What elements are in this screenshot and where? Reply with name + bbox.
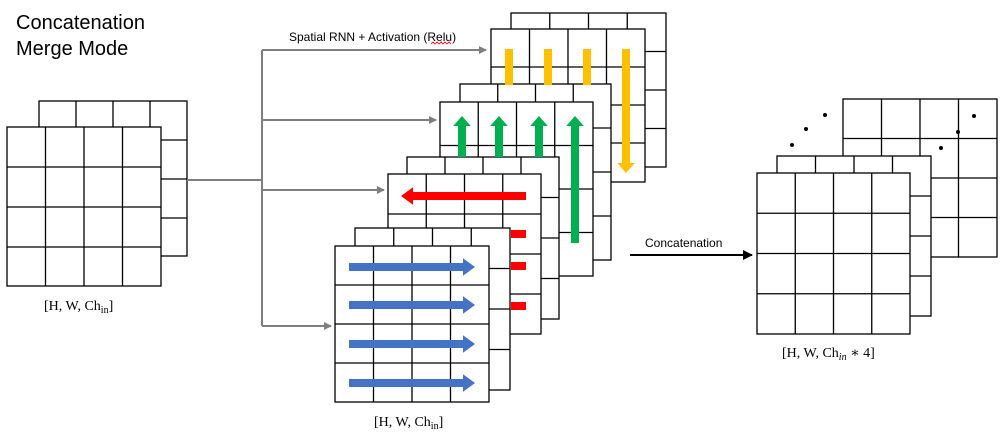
down-bar-1	[505, 49, 513, 85]
left-arrow-long	[401, 187, 526, 205]
spellcheck-underline	[430, 41, 452, 45]
output-dimension-label: [H, W, Chin ∗ 4]	[782, 346, 875, 363]
ellipsis-dots-right	[939, 114, 976, 150]
down-arrow-long	[617, 49, 635, 173]
up-arrow-long	[566, 116, 584, 243]
diagram-title-line1: Concatenation	[16, 12, 145, 34]
right-arrow-3	[349, 335, 475, 353]
right-arrow-2	[349, 296, 475, 314]
left-bar-3	[511, 302, 526, 310]
output-grid-front	[756, 172, 911, 335]
rnn-activation-label: Spatial RNN + Activation (Relu)	[289, 30, 456, 44]
right-arrow-4	[349, 374, 475, 392]
input-grid-front	[6, 126, 162, 287]
right-arrow-1	[349, 258, 475, 276]
left-bar-1	[511, 230, 526, 238]
concatenation-label: Concatenation	[645, 236, 722, 250]
direction-arrows	[349, 49, 635, 392]
middle-dimension-label: [H, W, Chin]	[374, 415, 443, 432]
connector-lines	[187, 46, 487, 330]
up-arrow-2	[490, 116, 508, 157]
up-arrow-1	[453, 116, 471, 157]
input-dimension-label: [H, W, Chin]	[44, 299, 113, 316]
diagram-title-line2: Merge Mode	[16, 38, 128, 60]
up-arrow-3	[530, 116, 548, 157]
ellipsis-dots-left	[790, 113, 827, 147]
down-bar-3	[583, 49, 591, 85]
left-bar-2	[511, 262, 526, 270]
down-bar-2	[544, 49, 552, 85]
